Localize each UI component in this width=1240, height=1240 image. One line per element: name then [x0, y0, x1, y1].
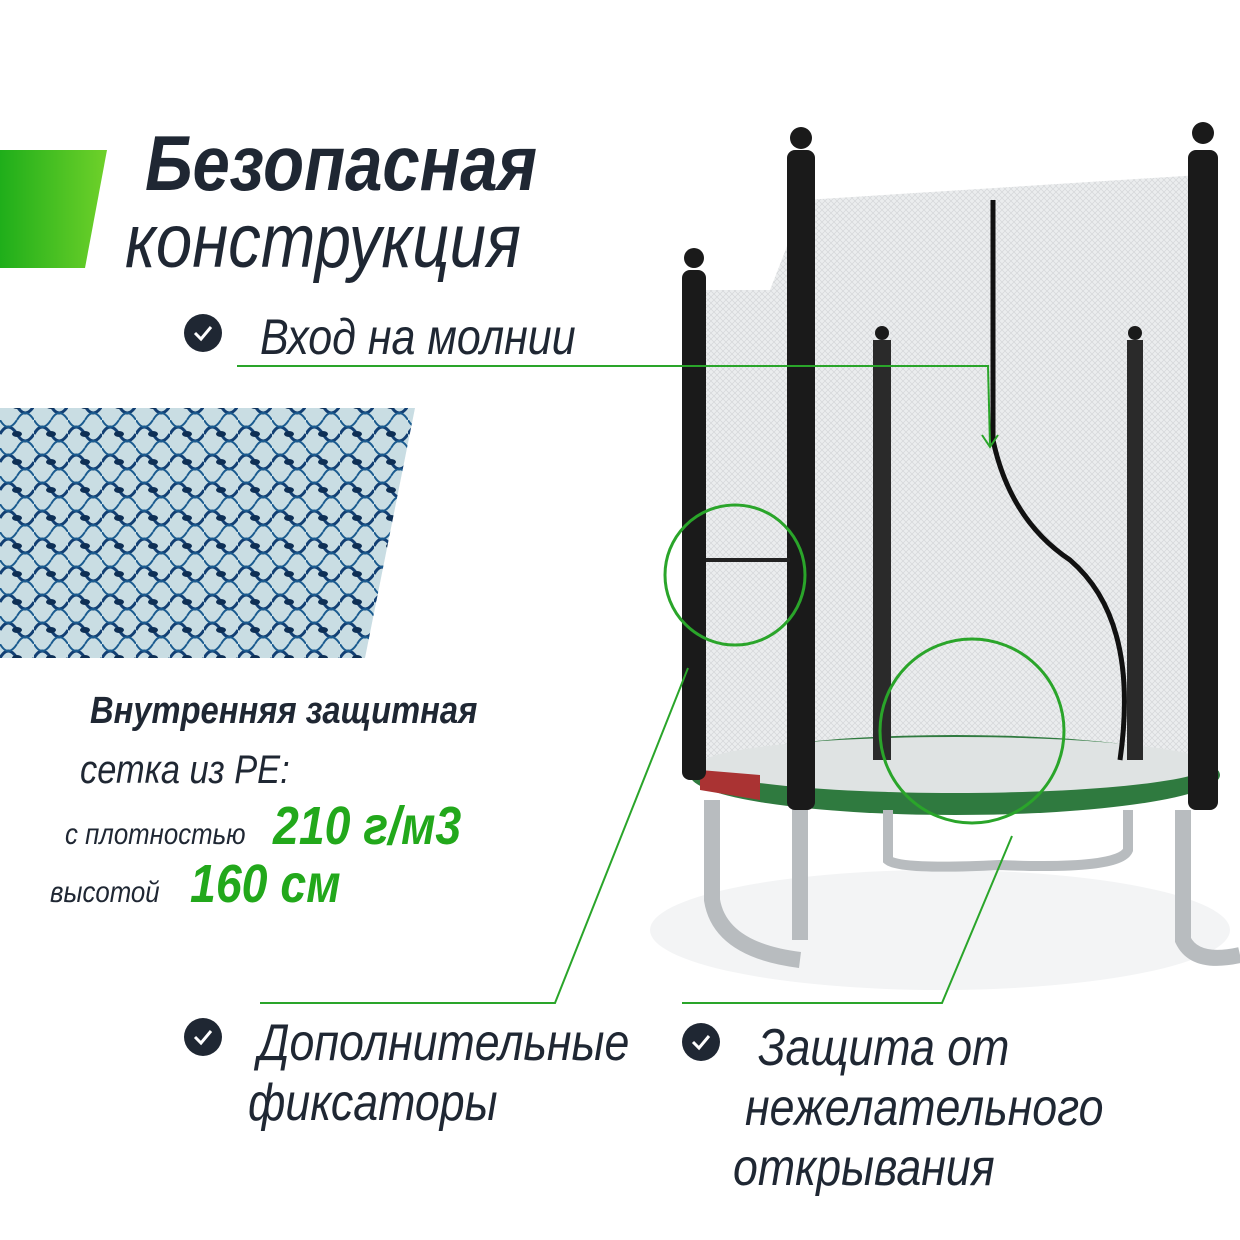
feature-protection-line-2: нежелательного [745, 1079, 1104, 1137]
check-icon [682, 1023, 720, 1061]
check-icon [184, 1018, 222, 1056]
height-value: 160 см [190, 854, 341, 914]
fixators-callout-line [260, 667, 689, 1004]
fixator-highlight-circle [663, 503, 807, 647]
density-value: 210 г/м3 [273, 796, 462, 856]
title-line-1: Безопасная [145, 119, 538, 207]
feature-protection-line-1: Защита от [758, 1019, 1010, 1077]
height-label: высотой [50, 876, 160, 909]
net-info-line-1: Внутренняя защитная [90, 690, 478, 732]
protection-callout-line [682, 835, 1013, 1004]
feature-fixators-line-1: Дополнительные [258, 1014, 630, 1072]
protection-highlight-circle [878, 637, 1066, 825]
density-label: с плотностью [65, 818, 246, 851]
feature-fixators-line-2: фиксаторы [248, 1074, 498, 1132]
net-closeup-image [0, 408, 415, 658]
zipper-callout-line [237, 365, 991, 446]
accent-bar [0, 150, 107, 268]
feature-protection-line-3: открывания [733, 1139, 995, 1197]
feature-zipper: Вход на молнии [260, 309, 576, 365]
title-line-2: конструкция [125, 199, 521, 284]
net-info-line-2: сетка из PE: [80, 748, 290, 792]
trampoline-image [650, 122, 1240, 990]
check-icon [184, 314, 222, 352]
callout-lines [237, 365, 1066, 1004]
